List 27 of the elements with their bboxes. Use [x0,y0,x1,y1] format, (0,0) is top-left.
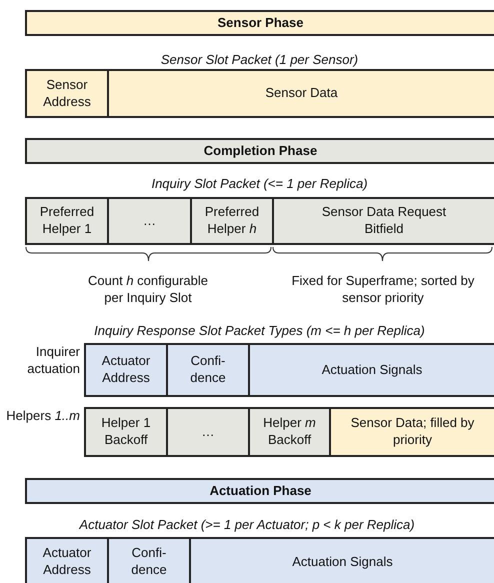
packet-field: … [107,197,192,245]
phase-header-bar: Sensor Phase [25,10,494,36]
packet-field: Confi- dence [166,343,250,397]
packet-title: Inquiry Slot Packet (<= 1 per Replica) [150,176,369,193]
packet-title: Inquiry Response Slot Packet Types (m <= h per Replica) [93,323,426,340]
packet-field: Sensor Data; filled by priority [329,407,494,457]
packet-field: Confi- dence [107,537,191,583]
packet-field: Actuation Signals [189,537,494,583]
annotation: Count h configurable per Inquiry Slot [87,273,209,307]
packet-field: Actuator Address [84,343,168,397]
packet-field: Actuation Signals [248,343,494,397]
packet-title: Actuator Slot Packet (>= 1 per Actuator; p < k per Replica) [78,517,416,534]
annotation: Fixed for Superframe; sorted by sensor priority [290,273,476,307]
packet-field: Sensor Data [107,69,494,118]
packet-field: … [166,407,250,457]
packet-field: Helper 1 Backoff [84,407,168,457]
phase-header-bar: Completion Phase [25,138,494,164]
phase-header-bar: Actuation Phase [25,478,494,504]
packet-field: Preferred Helper 1 [25,197,109,245]
packet-title: Sensor Slot Packet (1 per Sensor) [160,52,360,69]
row-label: Inquirer actuation [26,344,80,378]
row-label: Helpers 1..m [5,408,80,425]
packet-field: Sensor Data Request Bitfield [272,197,494,245]
packet-field: Helper m Backoff [248,407,331,457]
packet-field: Sensor Address [25,69,109,118]
packet-field: Actuator Address [25,537,109,583]
packet-field: Preferred Helper h [190,197,274,245]
